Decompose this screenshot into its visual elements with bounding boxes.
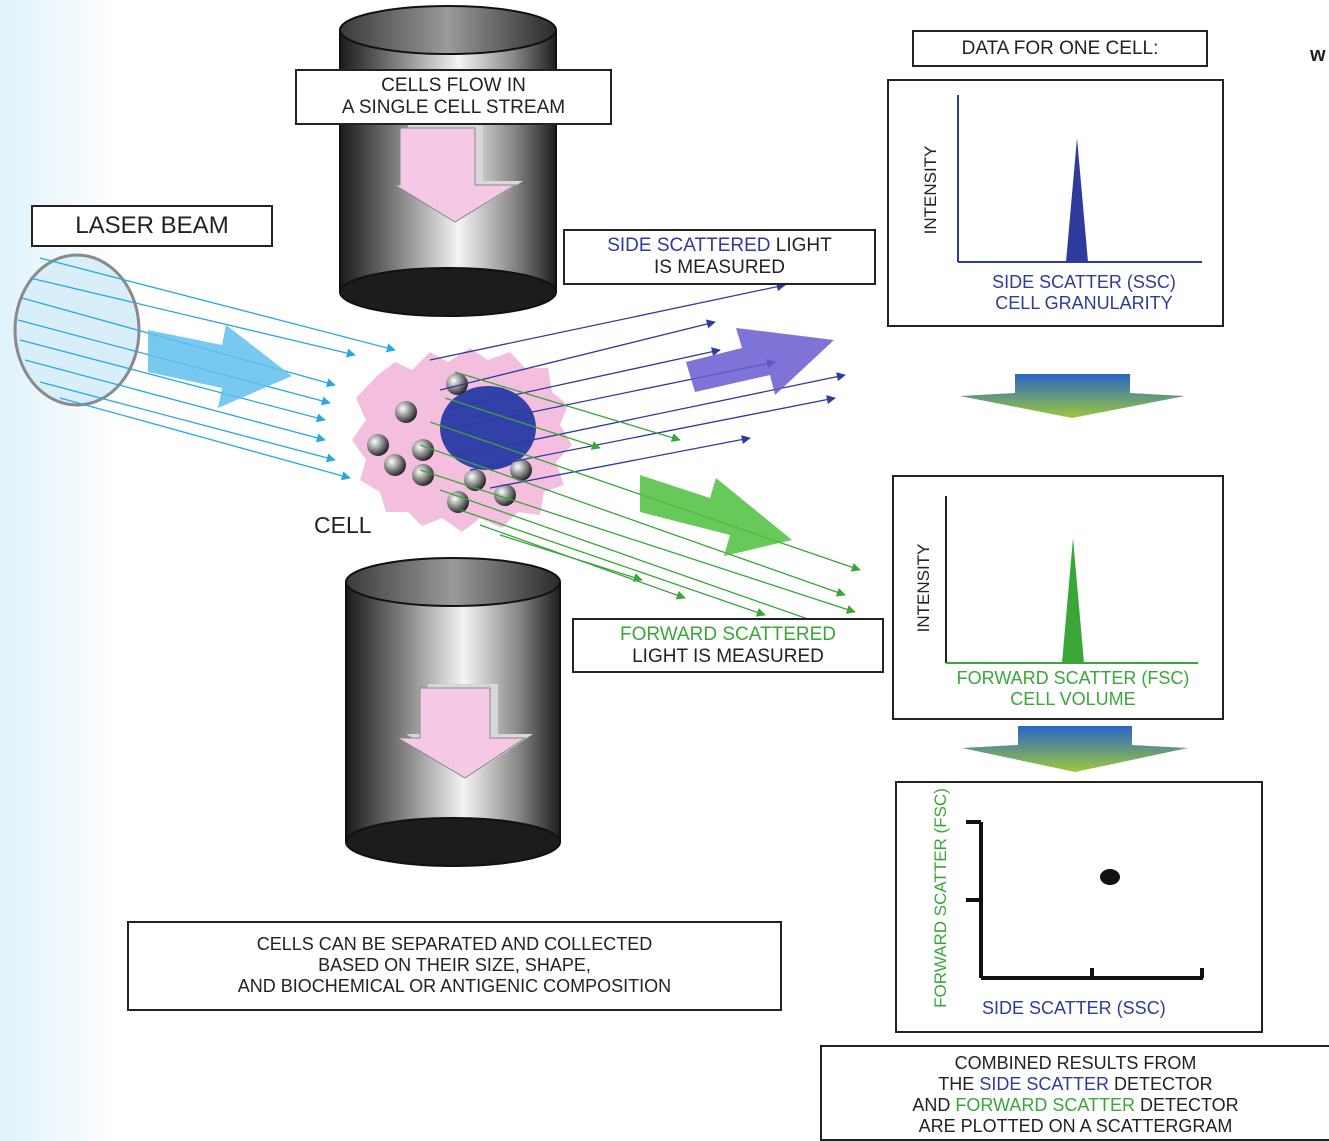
scatter-y-label: FORWARD SCATTER (FSC) xyxy=(931,788,950,1008)
forward-scatter-arrow xyxy=(640,475,792,556)
transition-arrow-2 xyxy=(962,726,1188,772)
fsc-x-label-line-2: CELL VOLUME xyxy=(1010,689,1136,709)
cell-label: CELL xyxy=(314,512,372,538)
separation-line-3: AND BIOCHEMICAL OR ANTIGENIC COMPOSITION xyxy=(237,976,672,996)
data-one-cell-label: DATA FOR ONE CELL: xyxy=(912,30,1208,67)
cells-flow-line-2: A SINGLE CELL STREAM xyxy=(341,97,566,118)
laser-source xyxy=(13,253,141,407)
forward-measured-line-1: FORWARD SCATTERED xyxy=(619,624,837,645)
scattergram-panel xyxy=(895,781,1263,1033)
granules xyxy=(367,373,532,513)
combined-line-4: ARE PLOTTED ON A SCATTERGRAM xyxy=(918,1116,1233,1136)
ssc-plot-panel xyxy=(887,79,1224,327)
ssc-x-label-line-2: CELL GRANULARITY xyxy=(995,293,1173,313)
combined-results-statement: COMBINED RESULTS FROM THE SIDE SCATTER D… xyxy=(820,1045,1329,1141)
side-measured-colored: SIDE SCATTERED xyxy=(607,235,771,256)
data-one-cell-text: DATA FOR ONE CELL: xyxy=(961,38,1159,59)
fsc-x-label-line-1: FORWARD SCATTER (FSC) xyxy=(956,668,1190,688)
fsc-x-label: FORWARD SCATTER (FSC) CELL VOLUME xyxy=(903,668,1243,710)
fsc-plot-panel xyxy=(892,475,1224,720)
forward-scatter-rays xyxy=(419,371,861,627)
transition-arrow-1 xyxy=(960,374,1185,418)
ssc-peak xyxy=(1066,138,1088,262)
laser-direction-arrow xyxy=(148,325,292,408)
side-measured-label: SIDE SCATTERED LIGHT IS MEASURED xyxy=(563,229,876,285)
scatter-x-label: SIDE SCATTER (SSC) xyxy=(982,998,1166,1018)
cells-flow-line-1: CELLS FLOW IN xyxy=(381,75,526,96)
cells-flow-label: CELLS FLOW IN A SINGLE CELL STREAM xyxy=(295,69,612,125)
fsc-y-label: INTENSITY xyxy=(914,543,933,633)
cell-graphic xyxy=(352,348,572,532)
nucleus xyxy=(440,386,536,470)
combined-line-2-b: SIDE SCATTER xyxy=(979,1074,1109,1094)
forward-measured-label: FORWARD SCATTERED LIGHT IS MEASURED xyxy=(572,618,884,673)
separation-line-1: CELLS CAN BE SEPARATED AND COLLECTED xyxy=(256,934,653,954)
laser-beam-label: LASER BEAM xyxy=(31,205,273,247)
ssc-y-label: INTENSITY xyxy=(921,145,940,235)
forward-measured-line-2: LIGHT IS MEASURED xyxy=(632,646,824,667)
combined-line-2-c: DETECTOR xyxy=(1109,1074,1213,1094)
bottom-flow-arrow xyxy=(396,684,533,779)
bottom-collection-cylinder xyxy=(345,557,561,867)
combined-line-3-a: AND xyxy=(912,1095,956,1115)
combined-line-3-b: FORWARD SCATTER xyxy=(955,1095,1135,1115)
side-measured-line-2: IS MEASURED xyxy=(654,257,785,278)
scatter-data-point xyxy=(1100,869,1120,885)
ssc-x-label-line-1: SIDE SCATTER (SSC) xyxy=(992,272,1176,292)
corner-letter: w xyxy=(1310,44,1326,66)
side-measured-rest: LIGHT xyxy=(770,235,832,256)
combined-line-3-c: DETECTOR xyxy=(1135,1095,1239,1115)
separation-statement: CELLS CAN BE SEPARATED AND COLLECTED BAS… xyxy=(127,921,782,1011)
separation-line-2: BASED ON THEIR SIZE, SHAPE, xyxy=(318,955,591,975)
combined-line-2-a: THE xyxy=(938,1074,980,1094)
side-scatter-arrow xyxy=(686,328,834,395)
fsc-peak xyxy=(1062,538,1084,663)
combined-line-1: COMBINED RESULTS FROM xyxy=(954,1053,1197,1073)
laser-beam-text: LASER BEAM xyxy=(75,212,229,239)
background-tint xyxy=(0,0,120,1141)
ssc-x-label: SIDE SCATTER (SSC) CELL GRANULARITY xyxy=(950,272,1218,314)
top-flow-arrow xyxy=(393,124,523,223)
